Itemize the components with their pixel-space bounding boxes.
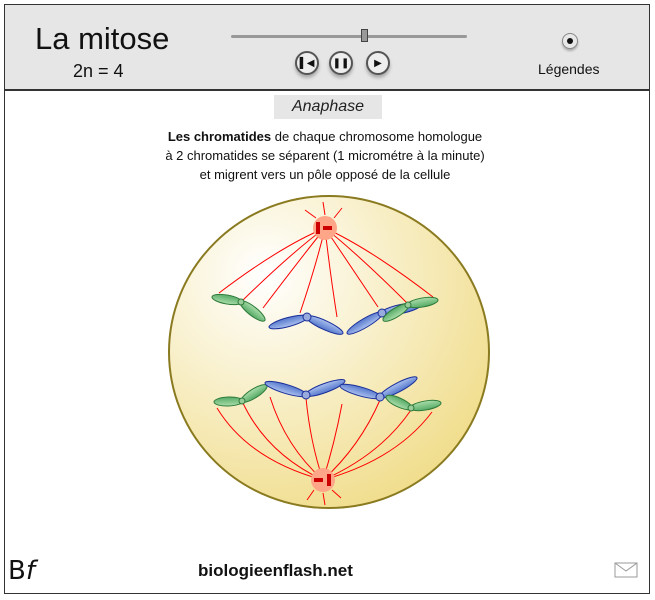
- pole-top: [304, 201, 343, 240]
- phase-label: Anaphase: [274, 95, 382, 119]
- chromosome-5: [264, 379, 346, 400]
- logo: Bf: [8, 556, 35, 586]
- description-line1: de chaque chromosome homologue: [271, 129, 483, 144]
- chromosome-4: [213, 384, 268, 407]
- pause-icon: ❚❚: [332, 57, 350, 69]
- app-frame: La mitose 2n = 4 ▌◀ ❚❚ ▶ Légendes: [4, 4, 650, 594]
- centromere: [237, 298, 245, 306]
- centromere: [407, 404, 415, 412]
- header: La mitose 2n = 4 ▌◀ ❚❚ ▶ Légendes: [5, 5, 649, 91]
- spindle-fiber-bottom-1: [241, 400, 324, 481]
- description-line3: et migrent vers un pôle opposé de la cel…: [199, 167, 451, 182]
- play-icon: ▶: [374, 57, 382, 69]
- phase-description: Les chromatides de chaque chromosome hom…: [100, 127, 550, 184]
- envelope-icon[interactable]: [614, 562, 638, 578]
- description-line2: à 2 chromatides se séparent (1 micrométr…: [165, 148, 485, 163]
- chromosome-1: [268, 312, 344, 335]
- timeline-slider[interactable]: [231, 35, 467, 38]
- play-button[interactable]: ▶: [366, 51, 390, 75]
- rewind-button[interactable]: ▌◀: [295, 51, 319, 75]
- centromere: [301, 390, 311, 400]
- legend-label: Légendes: [538, 61, 600, 77]
- page-title: La mitose: [35, 21, 170, 56]
- centromere: [302, 312, 312, 322]
- description-bold: Les chromatides: [167, 129, 272, 144]
- chromosome-number: 2n = 4: [73, 61, 124, 81]
- chromosome-3: [382, 296, 439, 322]
- legend-toggle[interactable]: [562, 33, 578, 49]
- pole-bottom: [306, 468, 342, 506]
- centromere: [375, 392, 385, 402]
- chromosome-7: [385, 394, 442, 412]
- site-name[interactable]: biologieenflash.net: [198, 561, 353, 580]
- centromere: [404, 301, 412, 309]
- spindle-fiber-bottom-6: [322, 409, 412, 481]
- centromere: [377, 308, 387, 318]
- spindle-fiber-bottom-0: [216, 407, 324, 481]
- pause-button[interactable]: ❚❚: [329, 51, 353, 75]
- centromere: [238, 397, 246, 405]
- chromosome-0: [211, 293, 266, 322]
- skip-back-icon: ▌◀: [299, 57, 315, 69]
- cell-membrane: [168, 195, 490, 509]
- timeline-slider-thumb[interactable]: [361, 29, 368, 42]
- chromosome-6: [339, 376, 418, 402]
- spindle-fiber-bottom-7: [322, 411, 433, 481]
